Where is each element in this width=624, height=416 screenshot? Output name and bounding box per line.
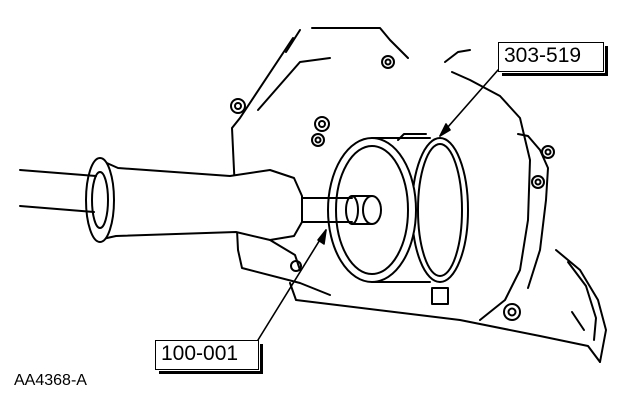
- callout-seal-installer: 303-519: [498, 42, 608, 76]
- callout-handle: 100-001: [155, 340, 263, 374]
- engine-block-outline: [231, 27, 607, 363]
- leader-arrows: [257, 69, 499, 341]
- bolt-bosses: [230, 55, 555, 321]
- figure-id-label: AA4368-A: [14, 372, 87, 389]
- handle-tool: [19, 157, 382, 243]
